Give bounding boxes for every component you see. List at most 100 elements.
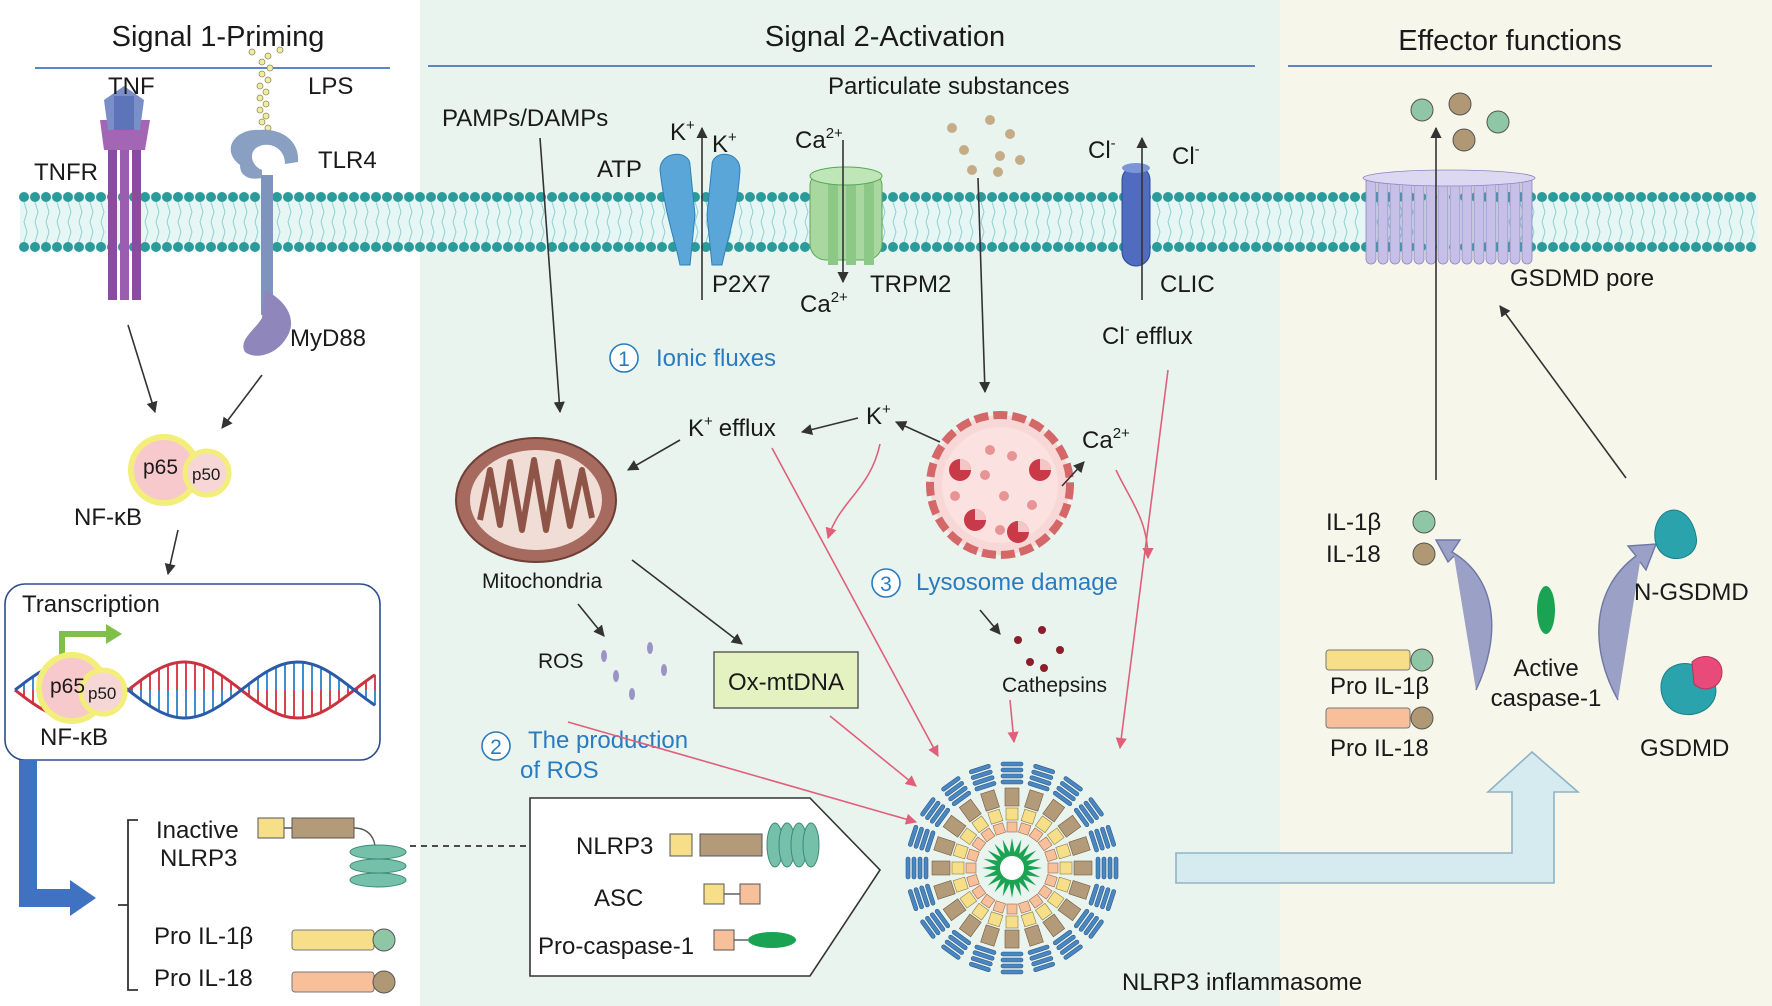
myd88-adaptor [243, 290, 292, 356]
k-label-1: K+ [670, 117, 695, 146]
nlrp3-component-protein [669, 822, 820, 868]
arrow-mito-oxmtdna [631, 559, 743, 645]
asc-component-protein [703, 883, 761, 905]
released-cytokines [1410, 92, 1510, 152]
ox-mtdna-box [713, 651, 859, 709]
cl-efflux-label: Cl-efflux [1102, 321, 1193, 350]
il18-label: IL-18 [1326, 541, 1381, 568]
il18-mature [1412, 542, 1436, 566]
step3-number: 3 [880, 573, 892, 596]
inactive-nlrp3-protein [257, 817, 407, 888]
p2x7-channel [659, 153, 741, 266]
p50-label: p50 [192, 465, 220, 484]
products-bracket [118, 819, 138, 991]
ca-lysosome-label: Ca2+ [1082, 425, 1130, 454]
inactive-nlrp3-label-line1: Inactive [156, 817, 239, 844]
arrow-nfkb-transcription [164, 529, 179, 576]
priming-pro-il18-bar [291, 971, 375, 993]
particles [947, 115, 1025, 177]
activation-signal-arrows [567, 369, 1169, 825]
myd88-label: MyD88 [290, 325, 366, 352]
priming-pro-il18-label: Pro IL-18 [154, 965, 253, 992]
step2-number: 2 [490, 736, 502, 759]
section-title-priming: Signal 1-Priming [112, 21, 325, 53]
section-title-activation: Signal 2-Activation [765, 21, 1005, 53]
n-gsdmd-label: N-GSDMD [1634, 579, 1749, 606]
priming-pro-il1b-bar [291, 929, 375, 951]
trpm2-label: TRPM2 [870, 271, 951, 298]
nlrp3-inflammasome [905, 761, 1119, 975]
transcription-label: Transcription [22, 591, 160, 618]
gsdmd-protein [1660, 656, 1723, 716]
section-title-effector: Effector functions [1398, 25, 1622, 57]
cathepsins-label: Cathepsins [1002, 674, 1107, 697]
cl-label-1: Cl- [1088, 135, 1116, 164]
nfkb-label: NF-κB [74, 504, 142, 531]
particulate-label: Particulate substances [828, 73, 1069, 100]
atp-label: ATP [597, 156, 642, 183]
effector-pro-il18-bar [1325, 707, 1411, 729]
k-lysosome-label: K+ [866, 401, 891, 430]
arrow-mito-ros [577, 603, 605, 637]
ca-top-label: Ca2+ [795, 125, 843, 154]
cell-membrane [19, 192, 1758, 252]
cathepsin-particles [1014, 626, 1064, 672]
cl-label-2: Cl- [1172, 141, 1200, 170]
mitochondria-label: Mitochondria [482, 570, 603, 593]
ox-mtdna-label: Ox-mtDNA [728, 669, 844, 696]
ros-molecules [601, 642, 667, 700]
n-gsdmd-protein [1654, 509, 1698, 559]
pro-caspase1-component-protein [713, 929, 796, 951]
tnfr-label: TNFR [34, 159, 98, 186]
inflammasome-label: NLRP3 inflammasome [1122, 969, 1362, 996]
effector-pro-il1b-bar [1325, 649, 1411, 671]
activation-output-arrow [1175, 750, 1581, 884]
priming-pro-il1b-label: Pro IL-1β [154, 923, 253, 950]
gsdmd-label: GSDMD [1640, 735, 1729, 762]
effector-pro-il18-head [1410, 706, 1434, 730]
effector-pro-il18-label: Pro IL-18 [1330, 735, 1429, 762]
ca-bottom-label: Ca2+ [800, 289, 848, 318]
arrow-ngsdmd-pore [1499, 305, 1627, 479]
p2x7-label: P2X7 [712, 271, 771, 298]
effector-pro-il1b-label: Pro IL-1β [1330, 673, 1429, 700]
mitochondria [455, 437, 617, 563]
arrow-lysosome-ca [1061, 461, 1085, 487]
arrow-tnfr-nfkb [127, 324, 158, 414]
gsdmd-pore [1362, 169, 1536, 265]
priming-output-arrow [19, 760, 96, 916]
arrow-kefflux-mito [627, 439, 681, 471]
arrow-lysosome-k [894, 421, 941, 443]
priming-pro-il1b-head [372, 928, 396, 952]
step1-badge [609, 343, 639, 373]
p65-label: p65 [143, 456, 178, 479]
clic-channel [1121, 163, 1151, 267]
arrow-pro-il-cleavage [1434, 539, 1493, 691]
k-efflux-label: K+efflux [688, 413, 776, 442]
ros-label: ROS [538, 650, 584, 673]
lps-label: LPS [308, 73, 353, 100]
arrow-particulate-lysosome [977, 177, 991, 394]
inactive-nlrp3-label-line2: NLRP3 [160, 845, 237, 872]
il1b-label: IL-1β [1326, 509, 1381, 536]
clic-label: CLIC [1160, 271, 1215, 298]
tnf-ligand [104, 86, 144, 130]
step2-badge [481, 731, 511, 761]
pro-caspase1-component-label: Pro-caspase-1 [538, 933, 694, 960]
arrow-pamps-mitochondria [539, 137, 565, 414]
effector-pro-il1b-head [1410, 648, 1434, 672]
priming-pro-il18-head [372, 970, 396, 994]
active-caspase1-label-line2: caspase-1 [1491, 685, 1602, 712]
lysosome [926, 411, 1074, 559]
tlr4-receptor [230, 129, 299, 315]
tnf-label: TNF [108, 73, 155, 100]
p65-dna-label: p65 [50, 675, 85, 698]
nfkb-bound-dna [36, 652, 128, 724]
step3-label: Lysosome damage [916, 569, 1118, 596]
p50-dna-label: p50 [88, 684, 116, 703]
arrow-k-to-kefflux [800, 417, 859, 435]
active-caspase1-protein [1537, 586, 1555, 634]
nfkb-complex [128, 434, 232, 506]
arrow-myd88-nfkb [221, 374, 263, 429]
